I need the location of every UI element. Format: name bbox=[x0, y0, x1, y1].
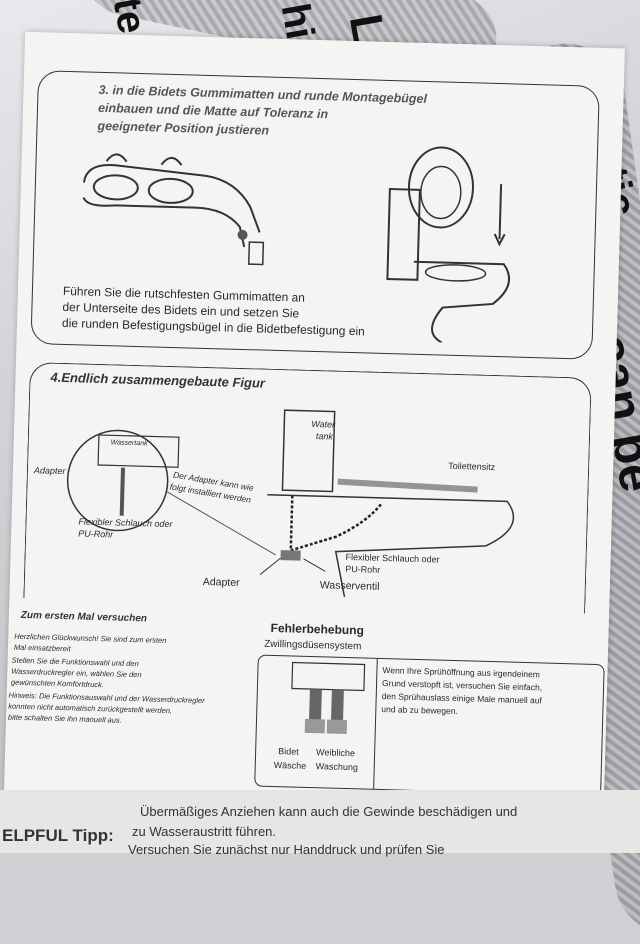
adapter-label-bottom: Adapter bbox=[202, 575, 240, 589]
footer-text: Versuchen Sie zunächst nur Handdruck und… bbox=[128, 842, 445, 857]
helpful-tip-label: ELPFUL Tipp: bbox=[2, 826, 114, 845]
first-use-heading: Zum ersten Mal versuchen bbox=[20, 609, 148, 625]
troubleshooting-text: den Sprühauslass einige Male manuell auf bbox=[381, 690, 543, 706]
bag-print-text: te bbox=[104, 0, 155, 37]
wash-label: Wäsche bbox=[273, 760, 307, 771]
bidet-attachment-illustration bbox=[82, 153, 265, 266]
water-tank-label: tank bbox=[315, 431, 334, 442]
instruction-sheet: 3. in die Bidets Gummimatten und runde M… bbox=[3, 31, 625, 839]
water-tank-label: Water bbox=[311, 418, 336, 430]
step3-body: die runden Befestigungsbügel in die Bide… bbox=[61, 315, 366, 339]
hose-label-right: PU-Rohr bbox=[345, 563, 381, 575]
first-use-text: Mal einsatzbereit bbox=[13, 642, 71, 654]
troubleshooting-text: und ab zu bewegen. bbox=[381, 703, 459, 717]
troubleshooting-text: Grund verstopft ist, versuchen Sie einfa… bbox=[381, 678, 543, 693]
step3-heading: geeigneter Position justieren bbox=[97, 118, 270, 138]
first-use-text: bitte schalten Sie ihn manuell aus. bbox=[7, 712, 122, 725]
footer-text: zu Wasseraustritt führen. bbox=[132, 824, 277, 839]
troubleshooting-heading: Fehlerbehebung bbox=[270, 620, 365, 638]
assembled-figure-illustration bbox=[66, 409, 515, 598]
footer-text: Übermäßiges Anziehen kann auch die Gewin… bbox=[140, 804, 518, 819]
step3-panel: 3. in die Bidets Gummimatten und runde M… bbox=[30, 70, 600, 360]
hose-label-left: PU-Rohr bbox=[78, 528, 114, 540]
troubleshooting-box: Bidet Weibliche Wäsche Waschung Wenn Ihr… bbox=[254, 654, 605, 797]
valve-label: Wasserventil bbox=[319, 579, 380, 593]
step4-heading: 4.Endlich zusammengebaute Figur bbox=[50, 369, 266, 391]
troubleshooting-subheading: Zwillingsdüsensystem bbox=[263, 638, 362, 653]
first-use-text: gewünschten Komfortdruck. bbox=[10, 677, 105, 690]
toilet-seat-illustration bbox=[386, 146, 511, 344]
troubleshooting-text: Wenn Ihre Sprühöffnung aus irgendeinem bbox=[382, 665, 541, 680]
bidet-label: Bidet bbox=[278, 746, 299, 757]
step3-heading: einbauen und die Matte auf Toleranz in bbox=[97, 100, 329, 122]
footer-strip: Übermäßiges Anziehen kann auch die Gewin… bbox=[0, 790, 640, 857]
wash-label: Waschung bbox=[315, 761, 359, 773]
female-label: Weibliche bbox=[316, 747, 356, 759]
toilet-seat-label: Toilettensitz bbox=[448, 460, 496, 473]
nozzle-illustration bbox=[291, 661, 366, 735]
adapter-label-left: Adapter bbox=[33, 465, 66, 477]
wassertank-label: Wassertank bbox=[110, 439, 148, 448]
step4-panel: 4.Endlich zusammengebaute Figur Water ta… bbox=[23, 362, 592, 614]
